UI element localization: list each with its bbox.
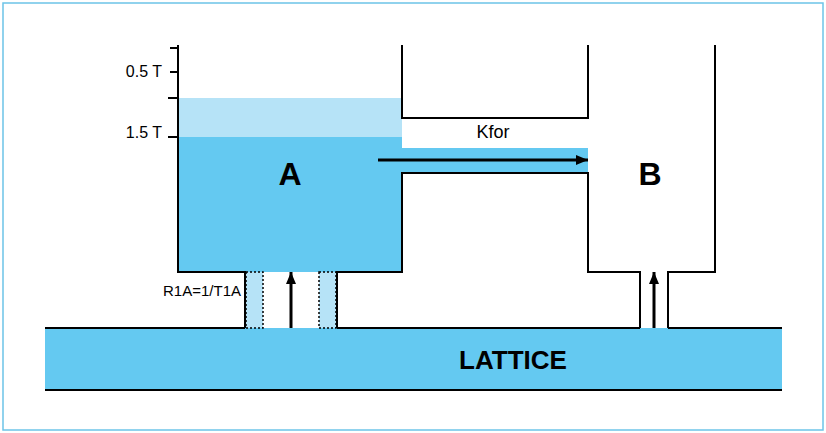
dotted-wall [319, 272, 336, 328]
level-label: 1.5 T [126, 124, 162, 142]
flow-arrow [290, 272, 293, 328]
rate-label: R1A=1/T1A [163, 283, 241, 300]
wall [668, 45, 715, 328]
tank-walls [45, 45, 782, 390]
tank-box: B [588, 45, 715, 272]
tank-box: A [178, 45, 378, 272]
flow-arrow [653, 272, 656, 328]
lattice-edge [45, 327, 782, 329]
lattice-band [45, 328, 782, 390]
lattice-edge [45, 389, 782, 391]
node-title: LATTICE [459, 346, 567, 375]
water-level-band [178, 98, 402, 137]
water-fill [178, 137, 402, 272]
dotted-wall [246, 272, 263, 328]
level-label: 0.5 T [126, 63, 162, 81]
lattice-band: LATTICE [45, 328, 782, 390]
node-title: A [278, 157, 301, 192]
flow-arrow [378, 159, 588, 162]
wall [402, 45, 588, 118]
frame [3, 3, 823, 430]
wall [337, 173, 640, 328]
rate-constant-label: Kfor [476, 123, 509, 143]
tick-mark [168, 48, 178, 137]
node-title: B [638, 157, 661, 192]
